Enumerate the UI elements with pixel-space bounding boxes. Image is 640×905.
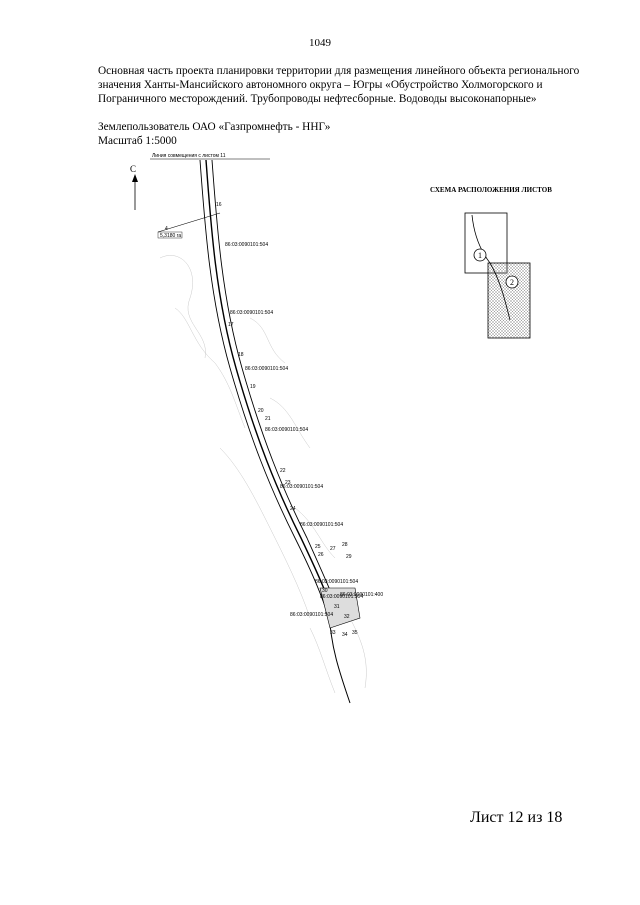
point-number: 34	[342, 632, 348, 638]
point-number: 25	[315, 544, 321, 550]
point-number: 26	[318, 552, 324, 558]
scheme-title: СХЕМА РАСПОЛОЖЕНИЯ ЛИСТОВ	[430, 186, 552, 194]
parcel-label: 86:03:0090101:504	[315, 579, 358, 585]
parcel-label: 86:03:0090101:504	[265, 427, 308, 433]
parcel-label: 86:03:0090101:504	[225, 242, 268, 248]
point-number: 20	[258, 408, 264, 414]
point-number: 33	[330, 630, 336, 636]
planning-map: Линия совмещения с листом 11 С 4 5,3180 …	[130, 153, 383, 704]
parcel-label: 86:03:0090101:400	[340, 592, 383, 598]
route-line	[471, 214, 511, 321]
land-user-line: Землепользователь ОАО «Газпромнефть - НН…	[98, 121, 331, 133]
parcel-label: 86:03:0090101:504	[245, 366, 288, 372]
sheet-1-marker	[473, 248, 487, 262]
point-number: 22	[280, 468, 286, 474]
page-number: 1049	[309, 37, 331, 49]
area-callout: 4 5,3180 га	[157, 212, 221, 239]
point-number: 18	[238, 352, 244, 358]
point-number: 17	[228, 322, 234, 328]
parcel-label: 86:03:0090101:504	[280, 484, 323, 490]
sheet-2-frame	[487, 262, 531, 339]
scale-line: Масштаб 1:5000	[98, 135, 177, 147]
north-label: С	[130, 164, 136, 174]
sheet-label: Лист 12 из 18	[470, 809, 563, 826]
point-number: 31	[334, 604, 340, 610]
terminal-cluster	[319, 587, 361, 629]
area-label: 5,3180 га	[160, 233, 181, 239]
sheet-2-marker	[505, 275, 519, 289]
sheet-layout-scheme: 1 2	[464, 212, 531, 339]
point-number: 32	[344, 614, 350, 620]
parcel-label: 86:03:0090101:504	[290, 612, 333, 618]
area-number: 4	[165, 226, 168, 232]
pipeline-corridor	[199, 159, 343, 624]
point-numbers: 16 17 18 19 20 21 22 23 24 25 26 27 28 2…	[216, 202, 358, 638]
title-text: Основная часть проекта планировки террит…	[98, 65, 580, 105]
point-number: 35	[352, 630, 358, 636]
parcel-label: 86:03:0090101:504	[300, 522, 343, 528]
parcel-labels: 86:03:0090101:504 86:03:0090101:504 86:0…	[225, 242, 383, 618]
point-number: 16	[216, 202, 222, 208]
point-number: 21	[265, 416, 271, 422]
point-number: 27	[330, 546, 336, 552]
parcel-label: 86:03:0090101:504	[230, 310, 273, 316]
point-number: 19	[250, 384, 256, 390]
sheet-1-number: 1	[478, 251, 482, 260]
point-number: 24	[290, 506, 296, 512]
pipeline-spur	[329, 622, 351, 704]
north-arrow-icon: С	[130, 164, 138, 210]
parcel-label: 86:03:0090101:504	[320, 594, 363, 600]
document-title: Основная часть проекта планировки террит…	[98, 64, 583, 106]
match-line-label: Линия совмещения с листом 11	[152, 153, 226, 159]
point-number: 29	[346, 554, 352, 560]
terrain-hatching	[159, 255, 367, 694]
point-number: 28	[342, 542, 348, 548]
point-number: 30	[322, 588, 328, 594]
sheet-2-number: 2	[510, 278, 514, 287]
point-number: 23	[285, 480, 291, 486]
